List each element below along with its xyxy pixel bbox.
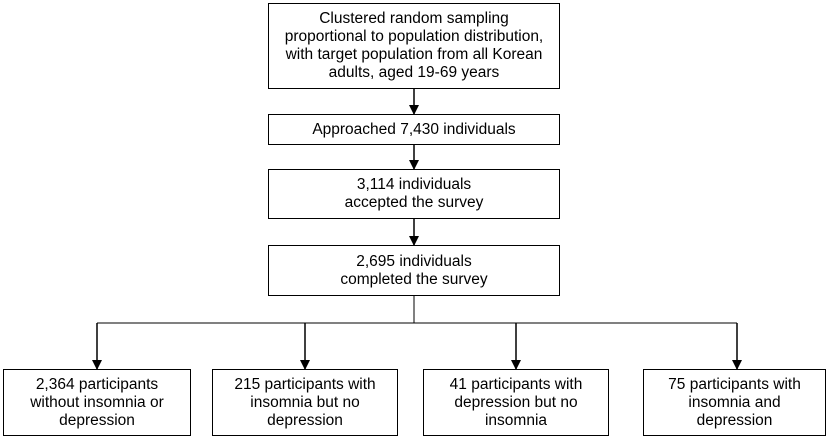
group-4-line-3: depression xyxy=(696,411,773,429)
group-1-line-1: 2,364 participants xyxy=(35,375,159,393)
group-4-line-1: 75 participants with xyxy=(668,375,801,393)
box-group-depression-only: 41 participants with depression but no i… xyxy=(423,369,609,436)
group-1-line-3: depression xyxy=(59,411,135,429)
group-4-line-2: insomnia and xyxy=(688,393,781,411)
box-group-no-insomnia-no-depression: 2,364 participants without insomnia or d… xyxy=(3,369,191,436)
group-2-line-1: 215 participants with xyxy=(234,375,376,393)
group-2-line-2: insomnia but no xyxy=(250,393,360,411)
group-3-line-3: insomnia xyxy=(484,411,548,429)
completed-line-1: 2,695 individuals xyxy=(356,252,472,270)
accepted-line-2: accepted the survey xyxy=(344,194,484,211)
group-3-line-2: depression but no xyxy=(454,393,578,411)
box-accepted: 3,114 individuals accepted the survey xyxy=(268,169,560,219)
group-1-line-2: without insomnia or xyxy=(30,393,164,411)
box-approached: Approached 7,430 individuals xyxy=(268,114,560,145)
group-3-line-1: 41 participants with xyxy=(449,375,583,393)
approached-line-1: Approached 7,430 individuals xyxy=(312,120,516,138)
sampling-line-1: Clustered random sampling xyxy=(319,10,509,27)
box-group-insomnia-only: 215 participants with insomnia but no de… xyxy=(212,369,398,436)
box-group-insomnia-and-depression: 75 participants with insomnia and depres… xyxy=(643,369,826,436)
completed-line-2: completed the survey xyxy=(340,270,488,288)
box-sampling: Clustered random sampling proportional t… xyxy=(268,3,560,89)
group-2-line-3: depression xyxy=(267,411,343,429)
sampling-line-2: proportional to population distribution, xyxy=(284,28,544,45)
accepted-line-1: 3,114 individuals xyxy=(356,176,472,193)
sampling-line-4: adults, aged 19-69 years xyxy=(328,64,500,81)
box-completed: 2,695 individuals completed the survey xyxy=(268,245,560,296)
sampling-line-3: with target population from all Korean xyxy=(285,46,543,63)
